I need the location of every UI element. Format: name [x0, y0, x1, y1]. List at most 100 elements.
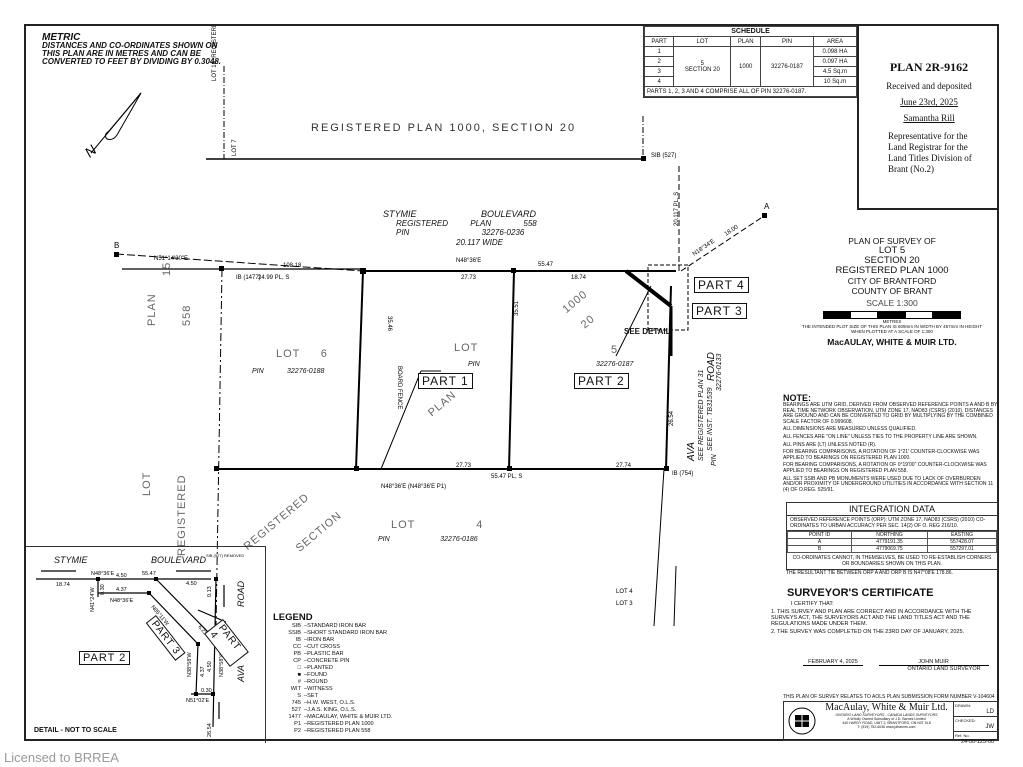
- title-line: REGISTERED PLAN 1000: [835, 265, 949, 276]
- rep-line: Land Registrar for the: [888, 142, 968, 152]
- firm-name: MacAULAY, WHITE & MUIR LTD.: [827, 337, 957, 347]
- surveyor-certificate: SURVEYOR'S CERTIFICATE I CERTIFY THAT: 1…: [771, 587, 999, 637]
- legend-dash: –: [304, 672, 308, 678]
- part-1-label: PART 1: [418, 373, 473, 389]
- part-3-label: PART 3: [692, 303, 747, 319]
- col-header: NORTHING: [850, 531, 929, 539]
- checked-value: JW: [985, 724, 994, 730]
- legend-key: □: [297, 665, 301, 671]
- metric-line: DISTANCES AND CO-ORDINATES SHOWN ON: [42, 41, 218, 50]
- legend-value: SHORT STANDARD IRON BAR: [307, 630, 388, 636]
- title-line: PLAN OF SURVEY OF: [848, 236, 936, 246]
- lot-word: LOT: [276, 348, 301, 360]
- title-line: COUNTY OF BRANT: [851, 286, 933, 296]
- resultant-tie: THE RESULTANT TIE BETWEEN ORP A AND ORP …: [786, 570, 953, 576]
- lot6-pin: PIN 32276-0188: [252, 368, 324, 375]
- ava-label: AVA: [686, 442, 697, 461]
- col-header: PLAN: [730, 36, 762, 47]
- legend-value: STANDARD IRON BAR: [307, 623, 367, 629]
- plan-label: PLAN: [470, 219, 492, 228]
- svg-text:N48°36'E: N48°36'E: [91, 571, 114, 577]
- svg-text:35.46: 35.46: [386, 316, 392, 332]
- cell: A: [787, 538, 852, 546]
- svg-text:55.47 PL, S: 55.47 PL, S: [491, 474, 522, 480]
- lot5-pin: 32276-0187: [596, 361, 634, 368]
- note-item: ALL SET SSIB AND PB MONUMENTS WERE USED …: [783, 475, 994, 493]
- svg-text:0.13: 0.13: [207, 586, 213, 597]
- ava-pin-label: PIN: [711, 454, 718, 466]
- ref-label: Ref. No.: [955, 733, 970, 738]
- lot-number: 4: [476, 519, 484, 531]
- street-width: 20.117 WIDE: [456, 238, 503, 247]
- svg-text:A: A: [764, 202, 770, 211]
- lot-value: 5: [700, 60, 705, 67]
- legend-value: CONCRETE PIN: [307, 658, 350, 664]
- svg-text:LOT 16, REGISTERED PLAN 558: LOT 16, REGISTERED PLAN 558: [212, 26, 218, 81]
- firm-sub: ONTARIO LAND SURVEYORS - CANADA LANDS SU…: [835, 713, 938, 717]
- left-plan-label: PLAN: [146, 293, 158, 326]
- firm-address: 440 HARDY ROAD, UNIT 2, BRANTFORD, ON N3…: [842, 721, 931, 725]
- legend-key: IB: [295, 637, 301, 643]
- svg-text:SIB (527) REMOVED: SIB (527) REMOVED: [206, 553, 244, 558]
- legend-item: WIT– WITNESS: [273, 686, 392, 693]
- legend-item: IB– IRON BAR: [273, 637, 392, 644]
- lot5-label: LOT: [454, 342, 479, 354]
- reg-label: REGISTERED: [396, 219, 449, 228]
- lot-number: 6: [320, 348, 328, 360]
- svg-text:0.30: 0.30: [100, 584, 106, 595]
- svg-text:26.54: 26.54: [207, 723, 213, 737]
- svg-text:IB (754): IB (754): [672, 471, 693, 477]
- street-name-1: STYMIE: [383, 209, 417, 219]
- street-reg-plan: REGISTERED PLAN 558: [396, 219, 537, 228]
- integration-caution: CO-ORDINATES CANNOT, IN THEMSELVES, BE U…: [792, 555, 992, 567]
- legend-key: ■: [297, 672, 301, 678]
- note-item: FOR BEARING COMPARISONS, A ROTATION OF 1…: [783, 449, 980, 461]
- legend-item: SSIB– SHORT STANDARD IRON BAR: [273, 630, 392, 637]
- legend-dash: –: [304, 714, 308, 720]
- scale-bar: [823, 311, 961, 319]
- svg-text:4.50: 4.50: [207, 661, 213, 672]
- legend-key: WIT: [290, 686, 301, 692]
- pin-label: PIN: [252, 368, 264, 375]
- note-item: ALL FENCES ARE "ON LINE" UNLESS TIES TO …: [783, 433, 978, 440]
- lot4-label: LOT 4: [391, 519, 483, 531]
- detail-street-1: STYMIE: [54, 555, 88, 565]
- legend-item: 745– H.W. WEST, O.L.S.: [273, 700, 392, 707]
- registrar-name: Samantha Rill: [903, 113, 955, 123]
- col-header: LOT: [673, 36, 732, 47]
- note-item: ALL DIMENSIONS ARE MEASURED UNLESS QUALI…: [783, 426, 917, 433]
- left-plan-number: 558: [181, 304, 193, 326]
- legend-dash: –: [304, 693, 308, 699]
- legend-dash: –: [304, 721, 308, 727]
- pin-value: 32276-0188: [287, 368, 325, 375]
- col-header: EASTING: [927, 531, 997, 539]
- notes-heading: NOTE:: [783, 393, 811, 403]
- legend-key: 1477: [288, 714, 301, 720]
- legend-key: SIB: [291, 623, 301, 629]
- svg-text:N48°36'E (N48°36'E P1): N48°36'E (N48°36'E P1): [381, 484, 446, 490]
- legend-value: CUT CROSS: [307, 644, 340, 650]
- svg-text:24.99 PL, S: 24.99 PL, S: [258, 275, 289, 281]
- cell-pin: 32276-0187: [760, 46, 814, 87]
- legend-dash: –: [304, 630, 308, 636]
- svg-text:55.47: 55.47: [538, 262, 554, 268]
- legend-item: #– ROUND: [273, 679, 392, 686]
- legend-dash: –: [304, 637, 308, 643]
- plot-note: WHEN PLOTTED AT A SCALE OF 1:300: [851, 329, 933, 334]
- svg-text:N38°58'W: N38°58'W: [219, 652, 225, 677]
- legend-value: J.A.S. KING, O.L.S.: [307, 707, 357, 713]
- firm-box: MacAulay, White & Muir Ltd. ONTARIO LAND…: [783, 701, 999, 745]
- legend-key: 745: [291, 700, 301, 706]
- drawn-cell: DRAWN:LD: [954, 702, 998, 717]
- cell: 4779069.75: [850, 545, 929, 553]
- deposit-date: June 23rd, 2025: [900, 97, 958, 107]
- svg-text:108.18: 108.18: [283, 263, 302, 269]
- certificate-intro: I CERTIFY THAT:: [791, 601, 834, 607]
- scale-label: SCALE 1:300: [866, 298, 918, 308]
- svg-text:0.30: 0.30: [201, 688, 212, 694]
- svg-text:27.73: 27.73: [456, 463, 472, 469]
- svg-text:SIB (527): SIB (527): [651, 153, 676, 159]
